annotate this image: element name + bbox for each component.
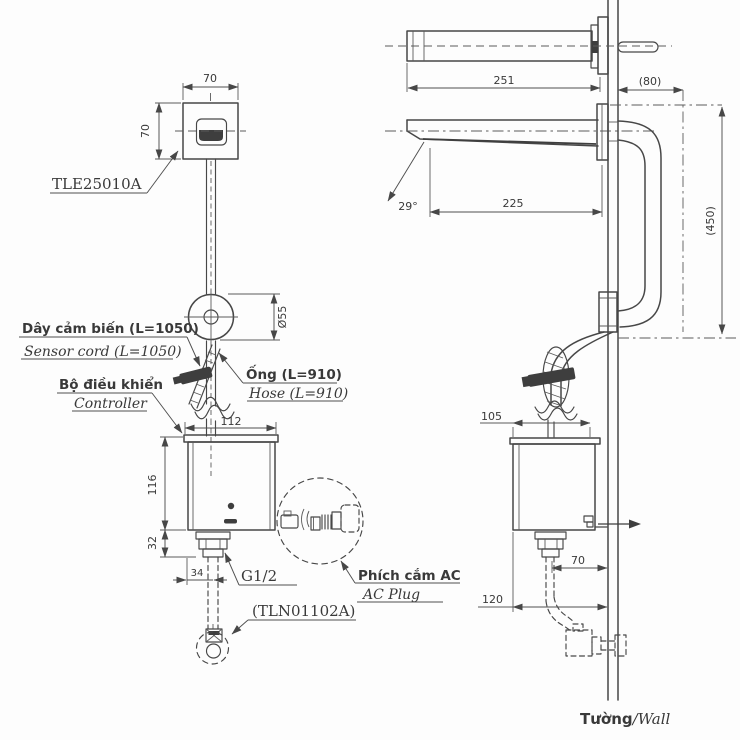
controller-box-side — [509, 437, 641, 531]
escutcheon — [184, 292, 238, 342]
sensor-cord-vi-text: Dây cảm biến (L=1050) — [22, 320, 199, 337]
spout-lower — [385, 103, 655, 161]
ac-plug-en-text: AC Plug — [361, 587, 420, 603]
dim-sensor-width-value: 70 — [203, 72, 217, 85]
dim-controller-depth: 105 — [480, 410, 591, 437]
dim-ctrl-width-value: 112 — [221, 415, 242, 428]
dim-sensor-height: 70 — [139, 102, 181, 160]
dim-ctrl-depth-value: 105 — [481, 410, 502, 423]
hose-to-controller — [521, 331, 614, 438]
dim-behind-wall-value: (80) — [639, 75, 662, 88]
dim-reach: 225 — [429, 148, 603, 217]
cord-clip — [583, 515, 594, 523]
dim-controller-width: 112 — [184, 415, 277, 434]
hose-behind-wall — [598, 120, 662, 333]
svg-text:Tường/Wall: Tường/Wall — [580, 710, 671, 728]
hose-en-text: Hose (L=910) — [248, 386, 348, 402]
label-product-code: TLE25010A — [50, 150, 179, 194]
product-code-text: TLE25010A — [52, 175, 142, 193]
front-view: 70 70 TLE25010A — [19, 72, 461, 665]
ac-plug-detail — [276, 477, 364, 565]
dim-spout-length: 251 — [406, 63, 601, 92]
dim-reach-value: 225 — [503, 197, 524, 210]
pipe-break-left — [190, 396, 235, 478]
side-view: 251 (80) (450) — [385, 0, 736, 728]
controller-box-front — [183, 434, 279, 531]
dim-spout-length-value: 251 — [494, 74, 515, 87]
dim-height-450: (450) — [704, 106, 726, 335]
hose-vi-text: Ống (L=910) — [246, 363, 342, 383]
outlet-fitting-front — [195, 531, 231, 558]
label-hose: Ống (L=910) Hose (L=910) — [218, 352, 348, 402]
label-ac-plug: Phích cắm AC AC Plug — [340, 560, 461, 603]
dim-escutcheon-dia: Ø55 — [220, 293, 289, 341]
drain-connection — [195, 556, 230, 665]
wall-en-text: /Wall — [631, 710, 671, 728]
reference-lines — [610, 90, 736, 339]
dim-supply-height-value: 120 — [482, 593, 503, 606]
dim-height-450-value: (450) — [704, 206, 717, 236]
water-stream: 29° — [387, 141, 425, 213]
dim-controller-height: 116 — [146, 436, 186, 531]
dim-supply-offset: 70 — [551, 554, 608, 573]
spout-upper — [385, 16, 672, 75]
supply-pipe — [545, 556, 627, 657]
sensor-cord — [172, 344, 221, 409]
dim-angle-value: 29° — [398, 200, 418, 213]
dim-pipe-offset: 34 — [173, 558, 227, 585]
dim-ctrl-height-value: 116 — [146, 475, 159, 496]
sensor-cord-en-text: Sensor cord (L=1050) — [24, 344, 182, 360]
label-thread: G1/2 — [224, 552, 297, 586]
drain-code-text: (TLN01102A) — [252, 602, 355, 620]
outlet-fitting-side — [534, 531, 567, 558]
ac-plug-vi-text: Phích cắm AC — [358, 567, 461, 584]
dim-behind-wall: (80) — [617, 75, 684, 94]
dim-sensor-width: 70 — [182, 72, 239, 100]
label-drain-code: (TLN01102A) — [231, 602, 356, 635]
dim-sensor-height-value: 70 — [139, 124, 152, 138]
stop-valve — [565, 623, 627, 657]
dim-escutcheon-value: Ø55 — [276, 306, 289, 329]
sensor-faucet-head — [175, 93, 246, 160]
label-controller: Bộ điều khiển Controller — [57, 376, 183, 434]
indicator-slot — [224, 519, 237, 524]
thread-text: G1/2 — [241, 567, 277, 585]
pipe-break-right — [534, 400, 575, 414]
sensor-window — [199, 130, 223, 141]
cord-connector — [172, 366, 213, 385]
mounting-rod — [617, 41, 659, 53]
label-wall: Tường/Wall — [580, 710, 671, 728]
dim-fitting-height-value: 32 — [146, 536, 159, 550]
wall-plate — [598, 291, 618, 333]
riser-tube — [205, 158, 217, 295]
dim-pipe-offset-value: 34 — [191, 568, 204, 579]
dim-supply-height: 120 — [478, 532, 608, 612]
indicator-led — [227, 502, 235, 510]
wall-vi-text: Tường — [580, 710, 633, 728]
dim-supply-offset-value: 70 — [571, 554, 585, 567]
controller-vi-text: Bộ điều khiển — [59, 376, 163, 393]
controller-en-text: Controller — [74, 396, 148, 412]
label-sensor-cord: Dây cảm biến (L=1050) Sensor cord (L=105… — [19, 320, 201, 367]
dim-fitting-height: 32 — [146, 529, 196, 558]
